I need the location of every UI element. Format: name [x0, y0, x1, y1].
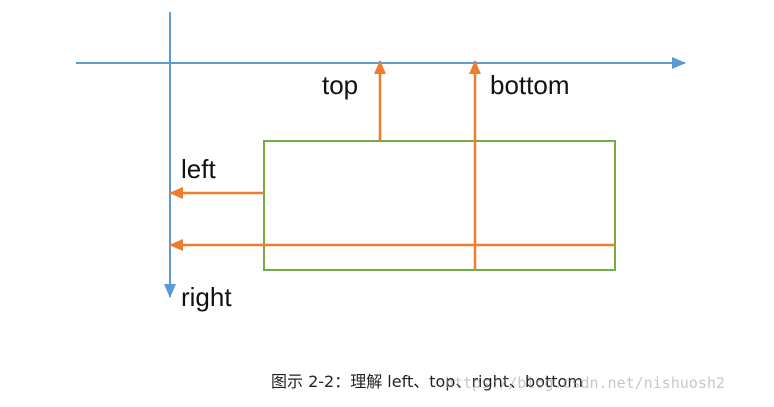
label-right: right — [181, 282, 232, 312]
label-top: top — [322, 70, 358, 100]
figure-caption: 图示 2-2：理解 left、top、right、bottom — [271, 372, 583, 391]
label-bottom: bottom — [490, 70, 570, 100]
label-left: left — [181, 154, 216, 184]
element-box — [263, 140, 616, 271]
